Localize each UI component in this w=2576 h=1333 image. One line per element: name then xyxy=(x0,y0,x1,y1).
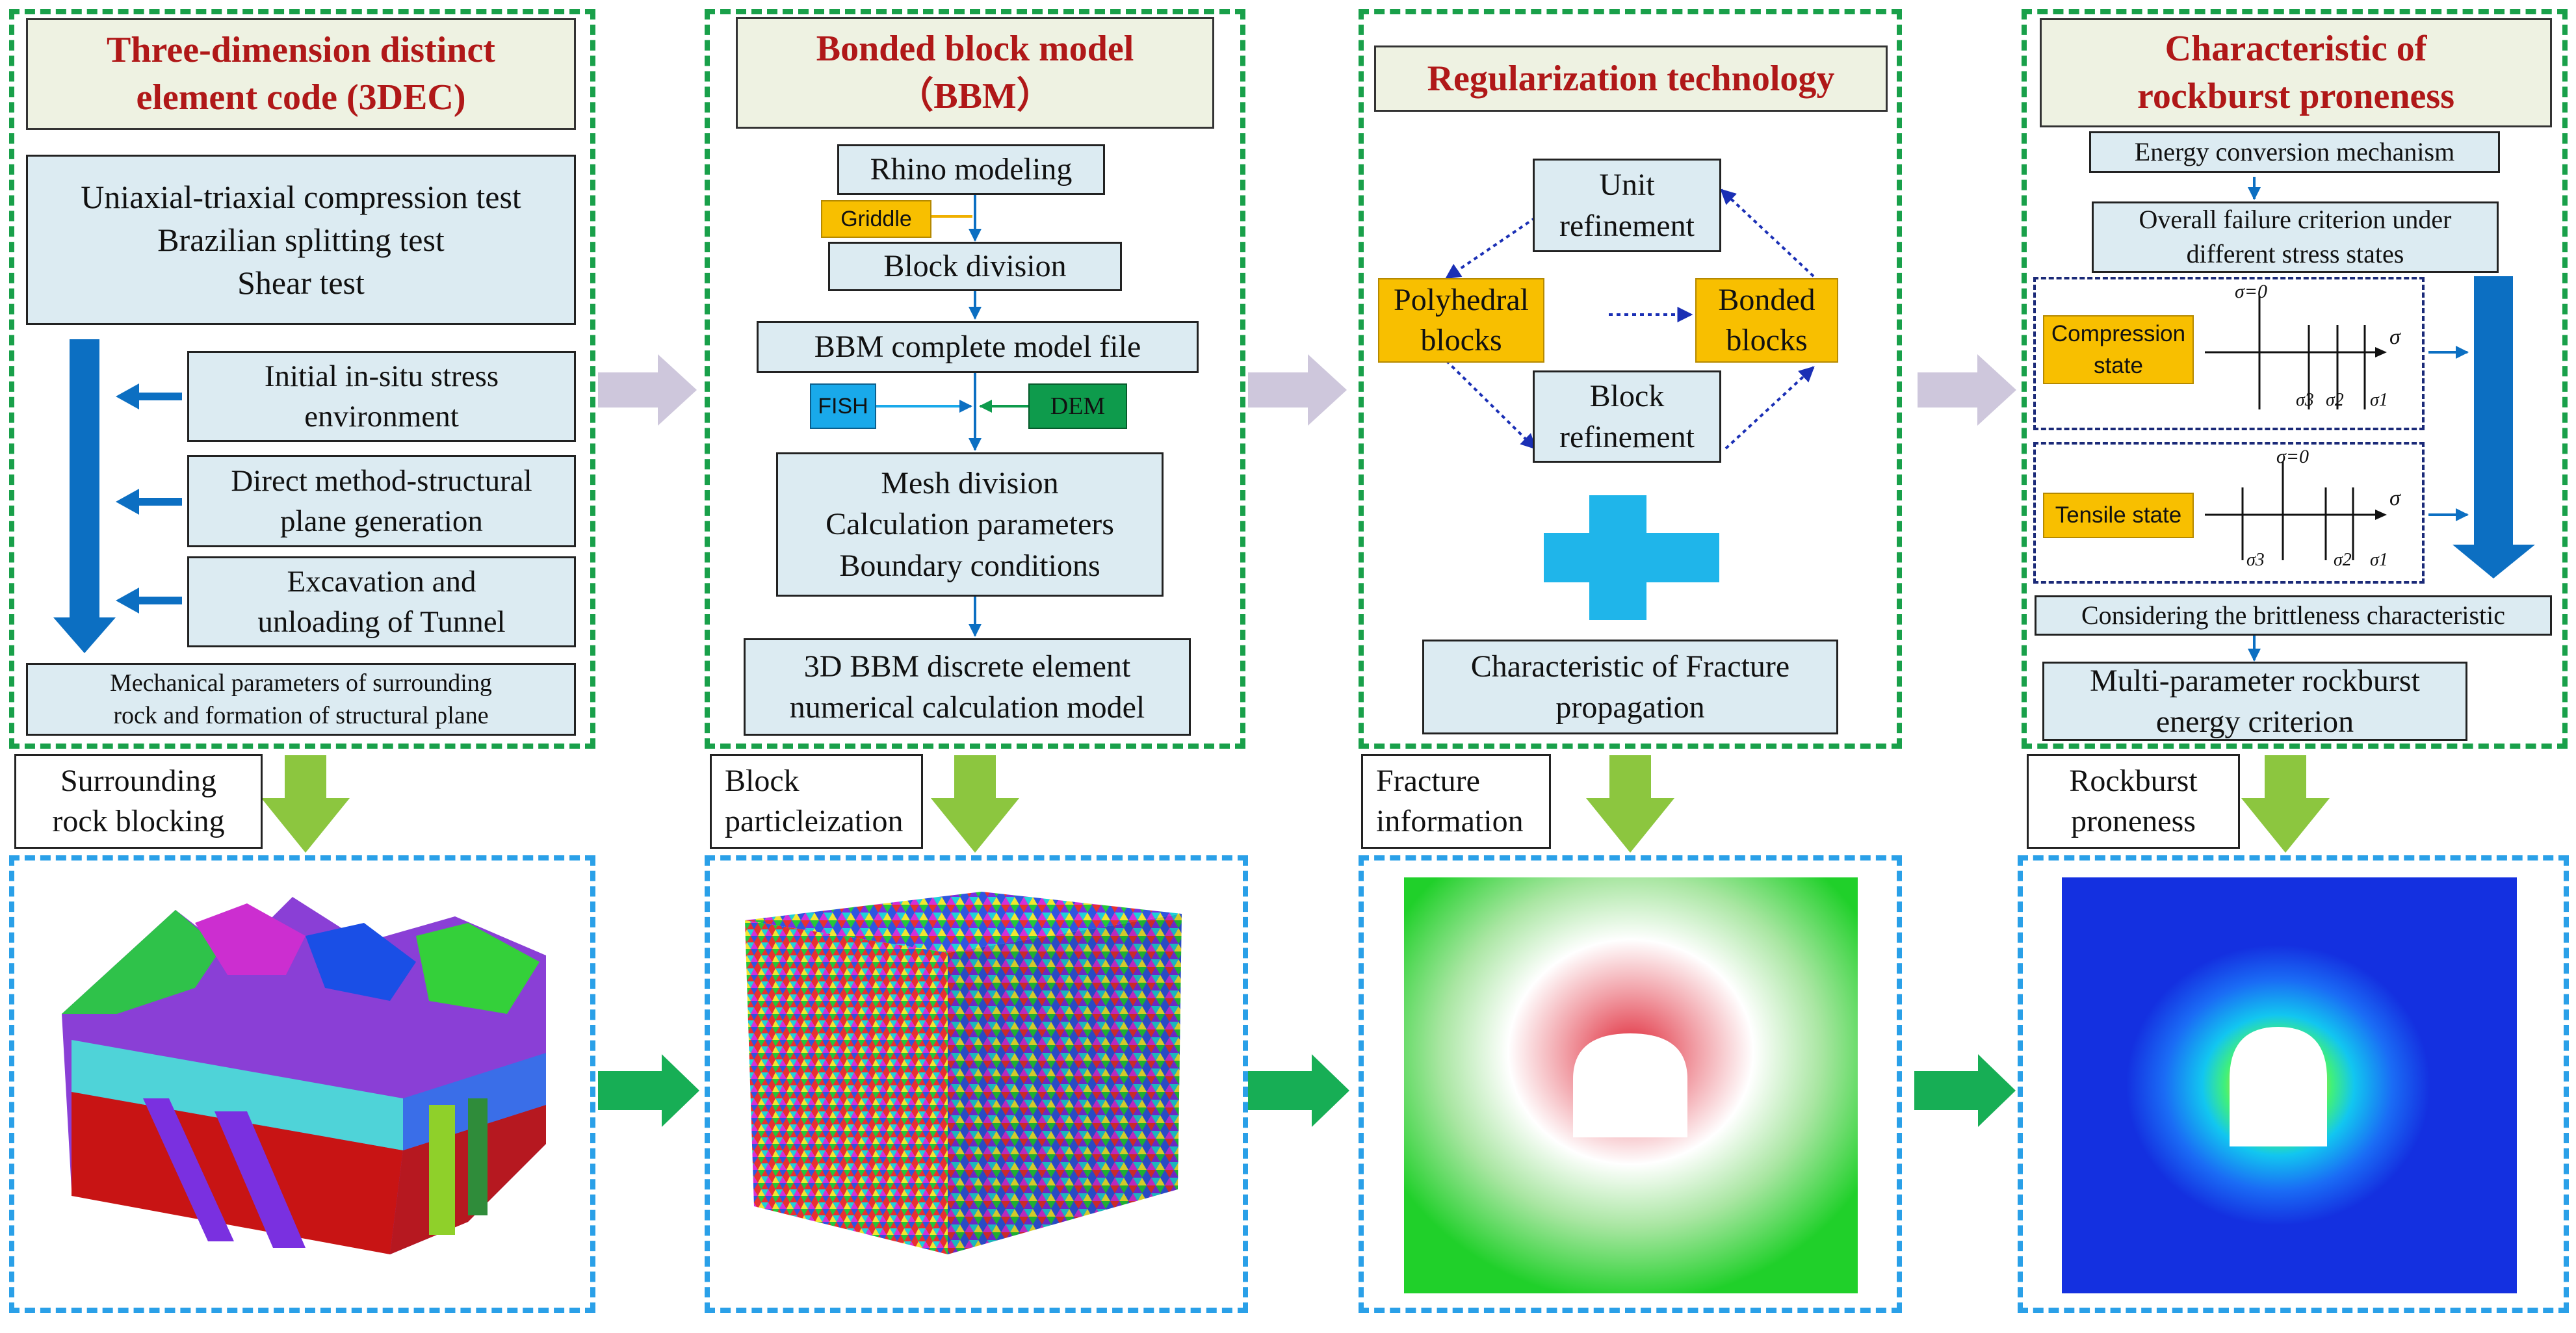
fracture-information-image xyxy=(1404,877,1858,1293)
griddle-tag: Griddle xyxy=(821,200,931,238)
mechanical-parameters-box: Mechanical parameters of surrounding roc… xyxy=(26,663,576,736)
panel1-flow-arrows xyxy=(53,339,182,653)
step-mesh-parameters: Mesh division Calculation parameters Bou… xyxy=(776,452,1164,597)
image-frame-rock-model xyxy=(9,855,595,1313)
block-refinement-box: Block refinement xyxy=(1533,370,1721,463)
rockburst-proneness-image xyxy=(2062,877,2517,1293)
panel-transition-arrows xyxy=(598,354,2016,426)
compression-state-frame xyxy=(2033,277,2425,430)
tensile-state-frame xyxy=(2033,442,2425,584)
caption-fracture-information: Fracture information xyxy=(1361,754,1551,849)
panel3-cycle-arrows xyxy=(1445,188,1815,450)
plus-sign xyxy=(1544,495,1719,620)
failure-criterion-box: Overall failure criterion under differen… xyxy=(2092,201,2499,273)
compression-sigma2: σ2 xyxy=(2326,390,2344,410)
compression-sigma-zero: σ=0 xyxy=(2235,281,2268,302)
tensile-sigma-zero: σ=0 xyxy=(2276,446,2309,467)
test-methods-box: Uniaxial-triaxial compression test Brazi… xyxy=(26,155,576,325)
fracture-propagation-box: Characteristic of Fracture propagation xyxy=(1422,640,1838,734)
panel-bbm xyxy=(705,9,1245,749)
compression-sigma3: σ3 xyxy=(2296,390,2314,410)
panel4-flow-arrows xyxy=(2248,177,2535,662)
step-block-division: Block division xyxy=(828,242,1122,291)
caption-rockburst-proneness: Rockburst proneness xyxy=(2027,754,2240,849)
polyhedral-blocks-box: Polyhedral blocks xyxy=(1378,278,1544,363)
panel-rockburst xyxy=(2022,9,2568,749)
bbm-cube-image xyxy=(745,892,1182,1254)
lime-down-arrows xyxy=(261,755,2330,853)
energy-conversion-box: Energy conversion mechanism xyxy=(2089,131,2500,173)
panel-title-regularization: Regularization technology xyxy=(1374,45,1888,112)
tensile-sigma2: σ2 xyxy=(2334,550,2352,570)
caption-surrounding-rock: Surrounding rock blocking xyxy=(14,754,263,849)
brittleness-box: Considering the brittleness characterist… xyxy=(2035,595,2552,636)
image-frame-fracture xyxy=(1359,855,1902,1313)
tensile-state-tag: Tensile state xyxy=(2043,493,2194,538)
unit-refinement-box: Unit refinement xyxy=(1533,159,1721,252)
tensile-sigma-label: σ xyxy=(2389,486,2400,510)
image-frame-rockburst xyxy=(2018,855,2569,1313)
step-numerical-model: 3D BBM discrete element numerical calcul… xyxy=(744,638,1191,736)
panel-regularization xyxy=(1359,9,1902,749)
fish-tag: FISH xyxy=(810,383,876,429)
input-tunnel-excavation: Excavation and unloading of Tunnel xyxy=(187,556,576,647)
caption-block-particleization: Block particleization xyxy=(710,754,923,849)
compression-state-tag: Compression state xyxy=(2043,315,2194,384)
step-complete-model-file: BBM complete model file xyxy=(757,321,1199,373)
tensile-sigma3: σ3 xyxy=(2246,550,2265,570)
image-frame-bbm-cube xyxy=(705,855,1248,1313)
panel-title-bbm: Bonded block model （BBM） xyxy=(736,17,1214,129)
step-rhino-modeling: Rhino modeling xyxy=(837,144,1105,195)
compression-sigma-label: σ xyxy=(2389,325,2400,349)
panel-title-rockburst: Characteristic of rockburst proneness xyxy=(2040,18,2552,127)
input-stress-environment: Initial in-situ stress environment xyxy=(187,351,576,442)
panel-3dec xyxy=(9,9,595,749)
compression-sigma1: σ1 xyxy=(2370,390,2388,410)
image-transition-arrows xyxy=(598,1054,2016,1127)
tensile-sigma1: σ1 xyxy=(2370,550,2388,570)
dem-tag: DEM xyxy=(1028,383,1127,429)
bonded-blocks-box: Bonded blocks xyxy=(1695,278,1838,363)
panel-title-3dec: Three-dimension distinct element code (3… xyxy=(26,18,576,130)
surrounding-rock-model-image xyxy=(62,897,546,1254)
input-structural-plane: Direct method-structural plane generatio… xyxy=(187,455,576,547)
rockburst-criterion-box: Multi-parameter rockburst energy criteri… xyxy=(2042,662,2467,741)
